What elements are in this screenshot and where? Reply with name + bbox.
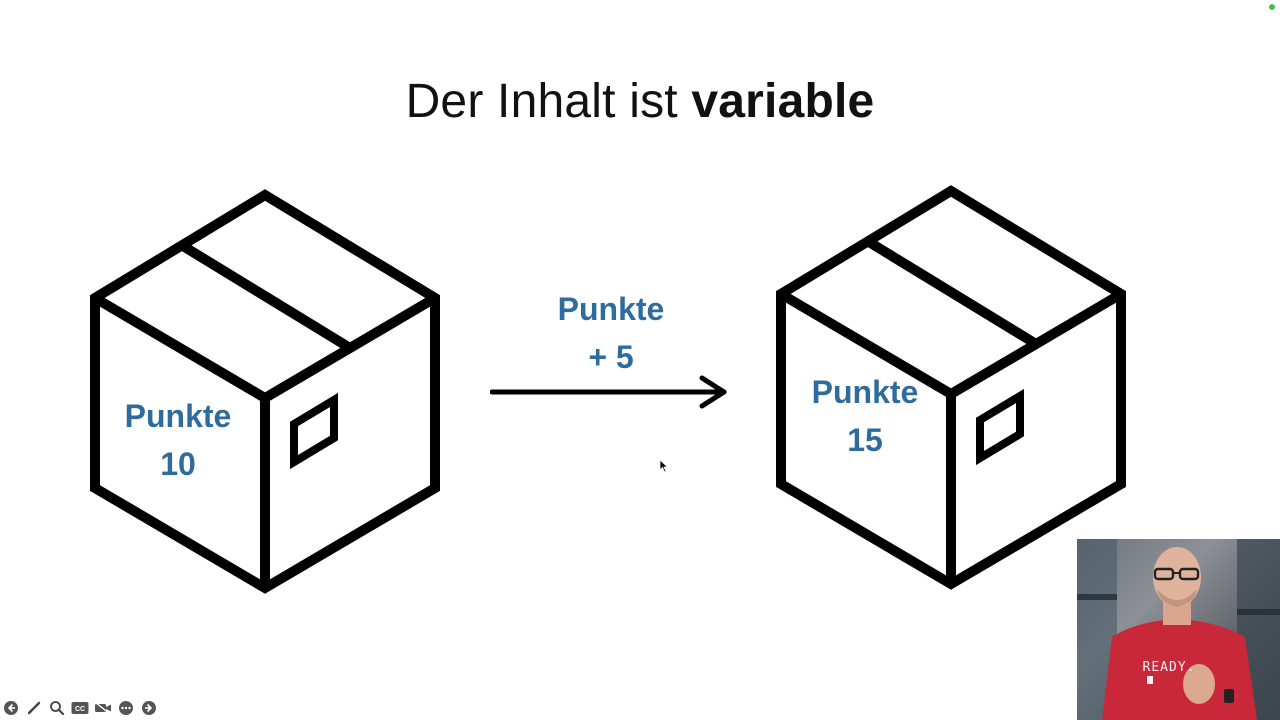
pen-icon bbox=[27, 701, 41, 715]
box-left-label-line2: 10 bbox=[160, 446, 196, 482]
title-regular-text: Der Inhalt ist bbox=[405, 75, 678, 128]
presenter-toolbar: CC bbox=[2, 699, 158, 717]
operation-label-line2: + 5 bbox=[588, 339, 634, 375]
box-right-label-line2: 15 bbox=[847, 422, 883, 458]
captions-button[interactable]: CC bbox=[71, 699, 89, 717]
more-icon bbox=[119, 701, 133, 715]
zoom-button[interactable] bbox=[48, 699, 66, 717]
status-indicator bbox=[1269, 4, 1275, 10]
box-right-label: Punkte 15 bbox=[790, 368, 940, 464]
camera-toggle-button[interactable] bbox=[94, 699, 112, 717]
operation-label-line1: Punkte bbox=[557, 291, 665, 327]
arrow-left-icon bbox=[4, 701, 18, 715]
svg-text:CC: CC bbox=[75, 706, 85, 713]
arrow-right-icon bbox=[142, 701, 156, 715]
slide-title: Der Inhalt ist variable bbox=[0, 74, 1280, 129]
next-slide-button[interactable] bbox=[140, 699, 158, 717]
captions-icon: CC bbox=[71, 702, 89, 714]
zoom-icon bbox=[50, 701, 65, 716]
box-left-illustration bbox=[90, 189, 440, 594]
right-arrow-icon bbox=[490, 375, 727, 409]
presenter-webcam: READY. bbox=[1077, 539, 1280, 720]
previous-slide-button[interactable] bbox=[2, 699, 20, 717]
box-right-label-line1: Punkte bbox=[811, 374, 919, 410]
box-right-illustration bbox=[776, 185, 1126, 590]
title-bold-text: variable bbox=[691, 75, 875, 128]
box-left-label-line1: Punkte bbox=[124, 398, 232, 434]
pen-tool-button[interactable] bbox=[25, 699, 43, 717]
mouse-cursor-icon bbox=[659, 459, 669, 473]
operation-label: Punkte + 5 bbox=[536, 285, 686, 381]
more-options-button[interactable] bbox=[117, 699, 135, 717]
box-left-label: Punkte 10 bbox=[103, 392, 253, 488]
presenter-video-frame: READY. bbox=[1077, 539, 1280, 720]
shirt-text: READY. bbox=[1143, 660, 1196, 675]
camera-off-icon bbox=[95, 701, 111, 715]
